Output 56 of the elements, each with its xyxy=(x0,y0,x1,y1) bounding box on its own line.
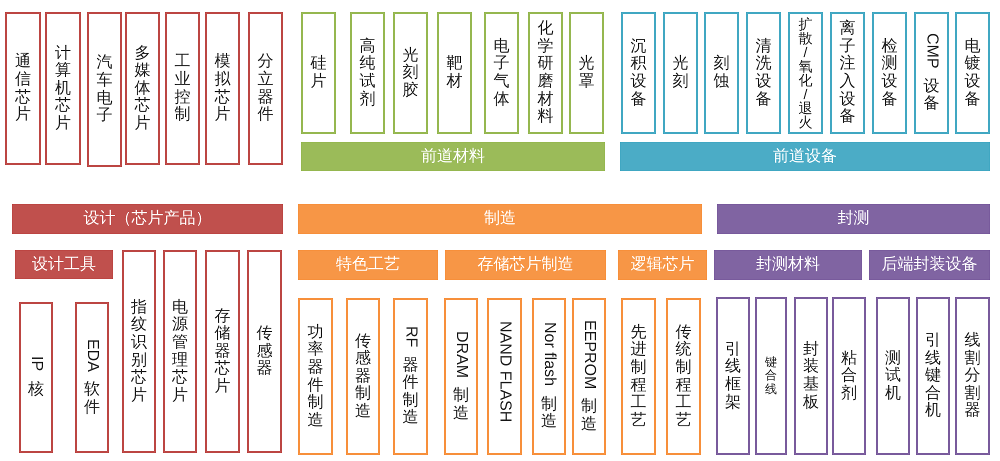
category-box: 电镀设备 xyxy=(955,12,990,134)
category-box: 光刻 xyxy=(663,12,698,134)
section-banner: 封测 xyxy=(717,204,990,234)
section-banner: 前道材料 xyxy=(301,142,605,171)
section-banner: 逻辑芯片 xyxy=(618,250,707,280)
category-box: 工业控制 xyxy=(165,12,200,165)
section-banner: 制造 xyxy=(298,204,702,234)
category-box: RF 器件制造 xyxy=(393,298,428,455)
section-banner: 设计（芯片产品） xyxy=(12,204,283,234)
category-box: 沉积设备 xyxy=(621,12,656,134)
category-box: 封装基板 xyxy=(794,297,828,455)
category-box: 光刻胶 xyxy=(393,12,428,134)
category-box: 电子气体 xyxy=(484,12,519,134)
category-box: EEPROM 制造 xyxy=(572,298,606,455)
category-box: NAND FLASH xyxy=(487,298,522,455)
category-box: 靶材 xyxy=(437,12,472,134)
category-box: 模拟芯片 xyxy=(205,12,240,165)
category-box: 线割分割器 xyxy=(955,297,990,455)
category-box: 计算机芯片 xyxy=(45,12,81,165)
category-box: EDA 软件 xyxy=(75,302,109,453)
category-box: Nor flash 制造 xyxy=(532,298,566,455)
category-box: 粘合剂 xyxy=(832,297,866,455)
section-banner: 后端封装设备 xyxy=(869,250,990,280)
category-box: 清洗设备 xyxy=(746,12,781,134)
category-box: 先进制程工艺 xyxy=(621,298,656,455)
category-box: IP 核 xyxy=(19,302,53,453)
category-box: 引线框架 xyxy=(716,297,750,455)
section-banner: 特色工艺 xyxy=(298,250,438,280)
category-box: 键合线 xyxy=(755,297,787,455)
category-box: 功率器件制造 xyxy=(298,298,333,455)
category-box: 电源管理芯片 xyxy=(163,250,197,453)
category-box: 多媒体芯片 xyxy=(125,12,160,165)
category-box: 测试机 xyxy=(876,297,910,455)
category-box: 传感器 xyxy=(247,250,282,453)
category-box: 硅片 xyxy=(301,12,336,134)
section-banner: 设计工具 xyxy=(15,250,113,279)
category-box: 传统制程工艺 xyxy=(666,298,701,455)
category-box: CMP 设备 xyxy=(914,12,949,134)
category-box: 离子注入设备 xyxy=(830,12,865,134)
category-box: 指纹识别芯片 xyxy=(122,250,156,453)
section-banner: 前道设备 xyxy=(620,142,990,171)
category-box: 引线键合机 xyxy=(916,297,950,455)
category-box: 汽车电子 xyxy=(87,12,122,167)
category-box: 刻蚀 xyxy=(704,12,739,134)
category-box: 光罩 xyxy=(569,12,604,134)
section-banner: 封测材料 xyxy=(714,250,862,280)
category-box: 高纯试剂 xyxy=(350,12,385,134)
category-box: 分立器件 xyxy=(248,12,283,165)
category-box: 检测设备 xyxy=(872,12,907,134)
category-box: 通信芯片 xyxy=(5,12,41,165)
category-box: 扩散/氧化/退火 xyxy=(788,12,823,134)
category-box: DRAM 制造 xyxy=(444,298,478,455)
section-banner: 存储芯片制造 xyxy=(445,250,606,280)
category-box: 存储器芯片 xyxy=(205,250,240,453)
category-box: 化学研磨材料 xyxy=(528,12,563,134)
category-box: 传感器制造 xyxy=(346,298,380,455)
